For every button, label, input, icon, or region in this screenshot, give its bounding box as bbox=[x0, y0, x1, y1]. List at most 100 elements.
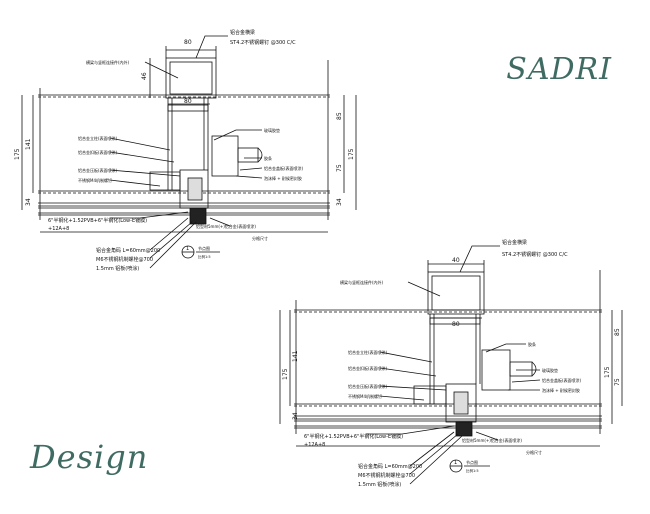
dim-text: 34 bbox=[292, 412, 299, 420]
anchor-bolt bbox=[237, 147, 259, 163]
callout-title: 节点图 bbox=[198, 245, 210, 251]
label: M6不锈钢机制螺栓@700 bbox=[358, 472, 415, 479]
dim-text: 175 bbox=[348, 148, 355, 160]
label: 不锈钢M4机制螺钉 bbox=[78, 177, 112, 183]
end-cap bbox=[189, 207, 207, 225]
leader-line bbox=[109, 179, 161, 187]
callout-number: 1 bbox=[454, 460, 457, 466]
leader-line bbox=[379, 367, 437, 377]
label: 胶条 bbox=[528, 341, 536, 347]
callout-subtitle: 比例1:5 bbox=[198, 254, 211, 259]
label: 铝型材5mm(+)铝合金(表面喷涂) bbox=[196, 223, 256, 229]
label: ST4.2不锈钢螺钉 @300 C/C bbox=[502, 251, 568, 258]
callout-subtitle: 比例1:5 bbox=[466, 468, 479, 473]
leader-line bbox=[213, 129, 262, 141]
side-bracket bbox=[211, 135, 239, 177]
end-cap bbox=[455, 421, 473, 437]
leader-line bbox=[109, 151, 175, 163]
leader-line bbox=[409, 433, 459, 475]
leader-line bbox=[144, 61, 179, 79]
label: M6不锈钢机制螺栓@700 bbox=[96, 256, 153, 263]
leader-line bbox=[110, 211, 189, 219]
label: 铝合金角码 L=60mm@200 bbox=[96, 247, 160, 254]
dim-text: 175 bbox=[14, 148, 21, 160]
callout-number: 1 bbox=[186, 246, 189, 252]
leader-line bbox=[149, 221, 193, 259]
leader-line bbox=[239, 167, 263, 171]
leader-line bbox=[409, 435, 463, 485]
dim-text: 34 bbox=[336, 198, 343, 206]
dim-text: 175 bbox=[282, 368, 289, 380]
dim-text: 75 bbox=[336, 164, 343, 172]
label: 铝合金压板(表面喷涂) bbox=[348, 383, 388, 389]
label: 泡沫棒 + 耐候密封胶 bbox=[264, 175, 302, 181]
leader-line bbox=[459, 245, 500, 273]
leader-line bbox=[235, 175, 263, 179]
leader-line bbox=[379, 395, 425, 401]
transom-band bbox=[167, 104, 209, 112]
label: 泡沫棒 + 耐候密封胶 bbox=[542, 387, 580, 393]
label: 玻璃胶垫 bbox=[542, 367, 558, 373]
anchor-bolt bbox=[509, 361, 533, 377]
brand-logo-top: SADRI bbox=[506, 52, 612, 87]
leader-line bbox=[209, 217, 231, 227]
leader-line bbox=[485, 343, 526, 353]
label: 铝型材5mm(+)铝合金(表面喷涂) bbox=[462, 437, 522, 443]
side-bracket bbox=[481, 349, 511, 391]
bracket-plate bbox=[149, 171, 181, 191]
label: 铝合金盖板(表面喷涂) bbox=[264, 165, 304, 171]
dim-text: 141 bbox=[292, 350, 299, 362]
brand-logo-bottom: Design bbox=[30, 438, 149, 476]
detail-2-text: 40 80 175 141 34 85 75 175 铝合金横梁 ST4.2不锈… bbox=[282, 239, 621, 488]
leader-line bbox=[109, 137, 171, 151]
detail-1-text: 80 80 46 141 175 34 85 75 175 34 铝合金横梁 S… bbox=[14, 29, 355, 272]
label: 横梁与竖框连接件(内外) bbox=[86, 59, 130, 65]
callout-title: 节点图 bbox=[466, 459, 478, 465]
dim-text: 40 bbox=[452, 257, 460, 264]
detail-1 bbox=[21, 35, 357, 269]
dim-text: 46 bbox=[141, 72, 148, 80]
label: 铝合金压板(表面喷涂) bbox=[78, 167, 118, 173]
label: 铝合金角码 L=60mm@200 bbox=[358, 463, 422, 470]
leader-line bbox=[195, 35, 228, 59]
label: 铝合金横梁 bbox=[230, 29, 255, 36]
dim-text: 80 bbox=[184, 39, 192, 46]
label: 铝合金扣板(表面喷涂) bbox=[78, 149, 118, 155]
label: 不锈钢M4机制螺钉 bbox=[348, 393, 382, 399]
label: 横梁与竖框连接件(内外) bbox=[340, 279, 384, 285]
label: 铝合金立柱(表面喷涂) bbox=[348, 349, 388, 355]
leader-line bbox=[407, 281, 441, 297]
dim-text: 分格尺寸 bbox=[252, 235, 268, 241]
mullion-top-profile bbox=[427, 271, 485, 315]
leader-line bbox=[149, 217, 189, 251]
dim-text: 175 bbox=[604, 366, 611, 378]
mullion-top-inner bbox=[169, 61, 213, 95]
leader-line bbox=[366, 425, 455, 435]
anchor-bolt-head bbox=[257, 147, 263, 163]
label: 1.5mm 铝板(喷涂) bbox=[358, 481, 401, 488]
label: 铝合金横梁 bbox=[502, 239, 527, 246]
mullion-top-inner bbox=[431, 275, 481, 311]
label: ST4.2不锈钢螺钉 @300 C/C bbox=[230, 39, 296, 46]
label: 玻璃胶垫 bbox=[264, 127, 280, 133]
glazing-gasket bbox=[187, 177, 203, 201]
dim-text: 分格尺寸 bbox=[526, 449, 542, 455]
glazing-gasket bbox=[453, 391, 469, 415]
dim-text: 85 bbox=[336, 112, 343, 120]
leader-line bbox=[511, 379, 541, 383]
dim-text: 85 bbox=[614, 328, 621, 336]
glass-spec: 6"半钢化+1.52PVB+6"半钢化(Low-E镀膜) bbox=[48, 217, 147, 224]
bracket-plate bbox=[413, 385, 447, 405]
dim-text: 141 bbox=[25, 138, 32, 150]
dim-text: 80 bbox=[452, 321, 460, 328]
label: 铝合金立柱(表面喷涂) bbox=[78, 135, 118, 141]
glass-spec: +12A+8 bbox=[48, 226, 69, 232]
glass-spec: +12A+8 bbox=[304, 442, 325, 448]
leader-line bbox=[409, 431, 455, 467]
dim-text: 75 bbox=[614, 378, 621, 386]
label: 胶条 bbox=[264, 155, 272, 161]
anchor-bolt-head bbox=[531, 361, 537, 377]
leader-line bbox=[379, 385, 447, 391]
mullion-top-profile bbox=[165, 57, 217, 99]
